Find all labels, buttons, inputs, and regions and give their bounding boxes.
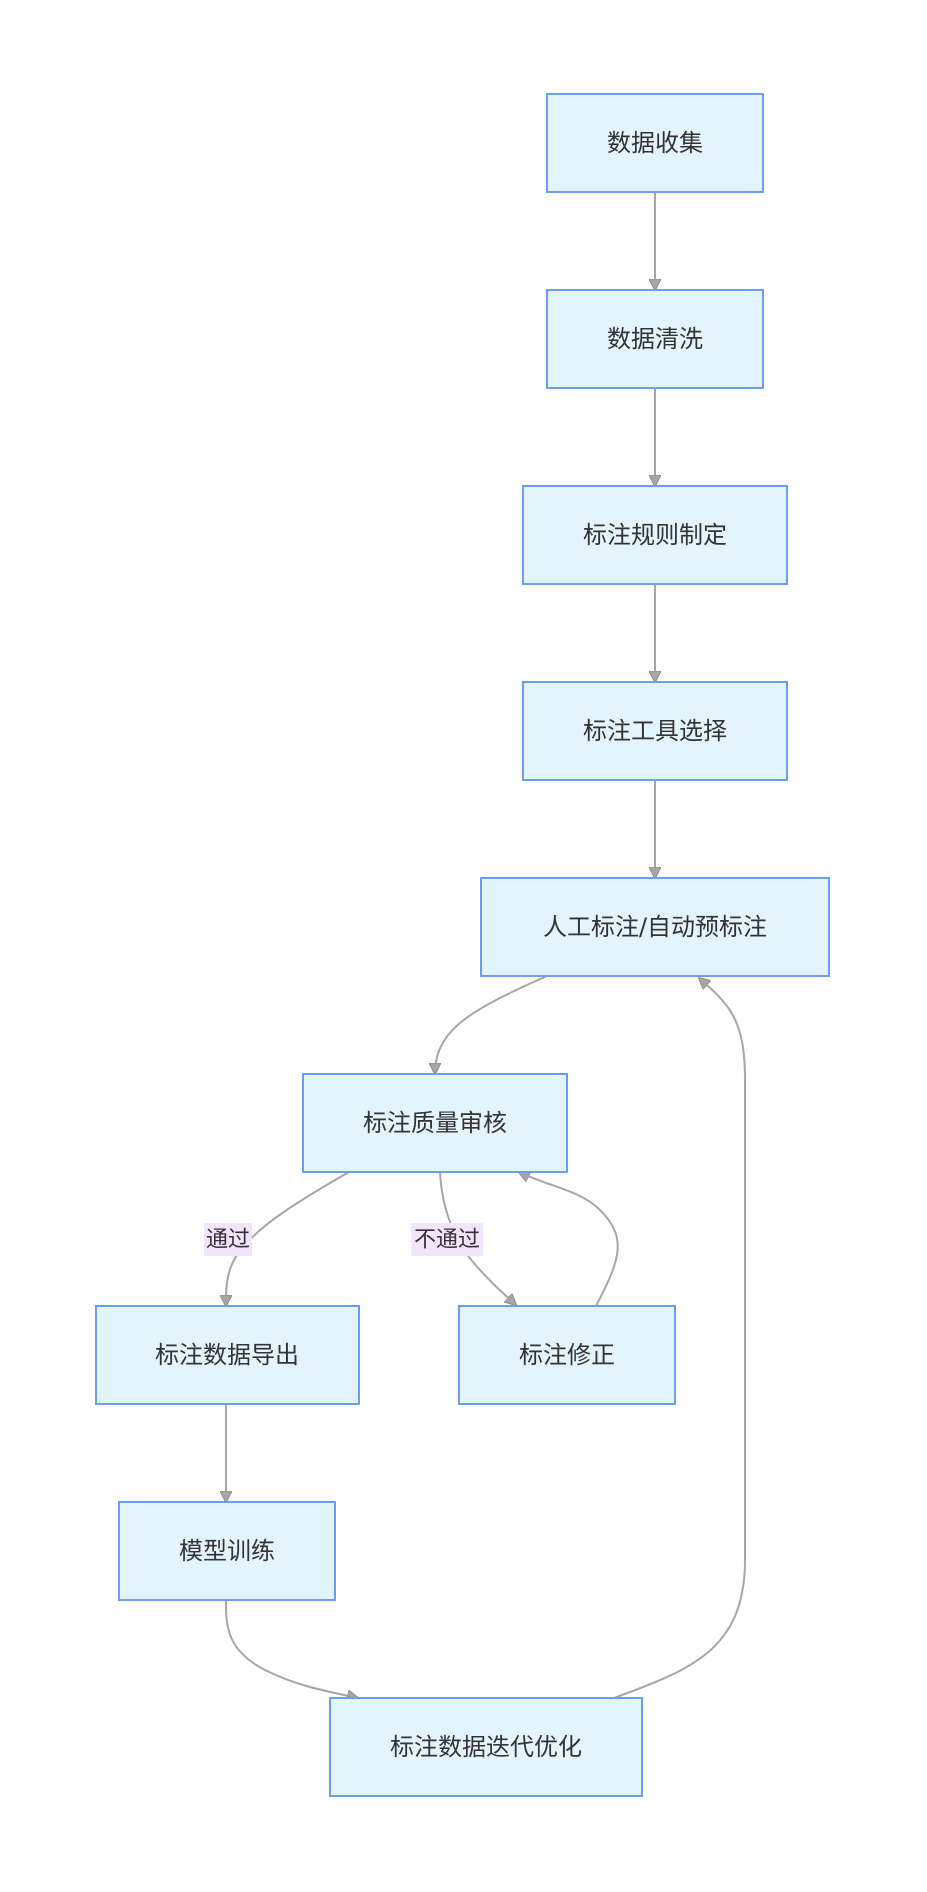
- edge-iterate-to-annotate: [613, 978, 746, 1699]
- edge-label-pass: 通过: [204, 1223, 252, 1256]
- edge-label-fail-text: 不通过: [414, 1228, 480, 1253]
- edge-review-to-fix: [439, 1171, 516, 1305]
- node-model-training: 模型训练: [118, 1501, 336, 1601]
- node-annotation-rules: 标注规则制定: [522, 485, 788, 585]
- node-data-export-label: 标注数据导出: [155, 1341, 299, 1369]
- node-annotation-rules-label: 标注规则制定: [583, 521, 727, 549]
- node-data-collection: 数据收集: [546, 93, 764, 193]
- node-quality-review: 标注质量审核: [302, 1073, 568, 1173]
- edge-label-fail: 不通过: [411, 1223, 483, 1256]
- node-annotation-tool-label: 标注工具选择: [583, 717, 727, 745]
- node-annotation-fix-label: 标注修正: [519, 1341, 615, 1369]
- edge-fix-to-review: [519, 1172, 619, 1307]
- node-model-training-label: 模型训练: [179, 1537, 275, 1565]
- node-iterative-optimization: 标注数据迭代优化: [329, 1697, 643, 1797]
- node-annotation-tool: 标注工具选择: [522, 681, 788, 781]
- node-data-collection-label: 数据收集: [607, 129, 703, 157]
- edge-annotate-to-review: [435, 975, 548, 1074]
- node-iterative-optimization-label: 标注数据迭代优化: [390, 1733, 582, 1761]
- node-manual-auto-annotation: 人工标注/自动预标注: [480, 877, 830, 977]
- node-annotation-fix: 标注修正: [458, 1305, 676, 1405]
- node-quality-review-label: 标注质量审核: [363, 1109, 507, 1137]
- node-data-export: 标注数据导出: [95, 1305, 360, 1405]
- edge-label-pass-text: 通过: [206, 1228, 250, 1253]
- node-manual-auto-annotation-label: 人工标注/自动预标注: [543, 913, 767, 941]
- node-data-cleaning-label: 数据清洗: [607, 325, 703, 353]
- edge-train-to-iterate: [225, 1599, 358, 1698]
- node-data-cleaning: 数据清洗: [546, 289, 764, 389]
